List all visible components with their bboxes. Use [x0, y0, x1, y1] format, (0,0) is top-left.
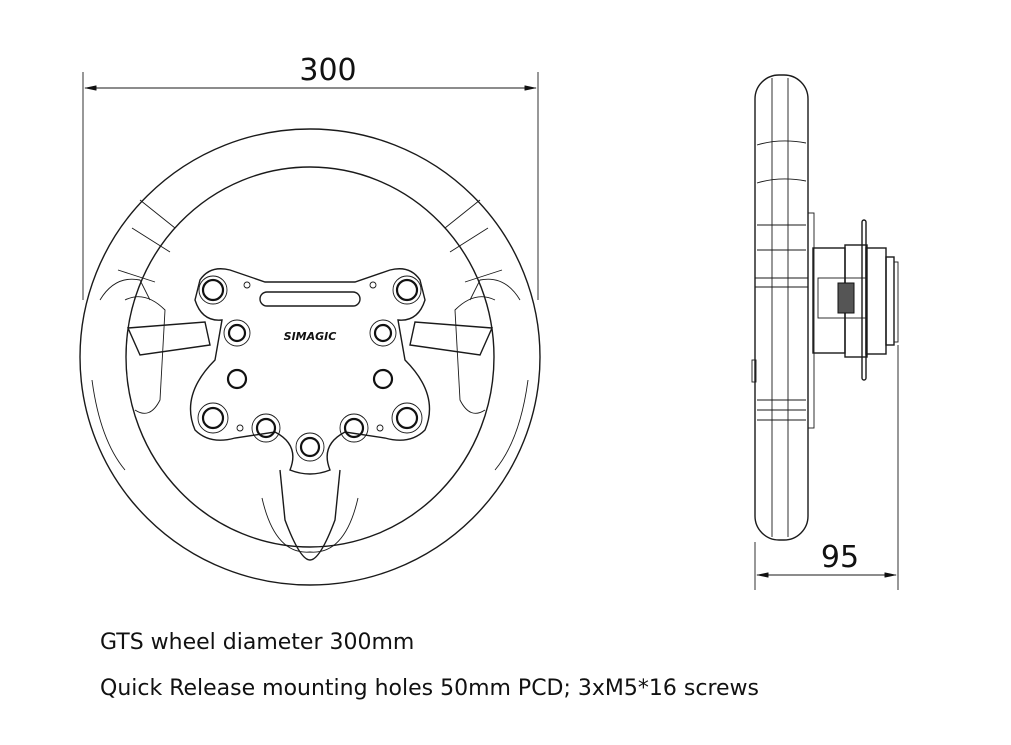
depth-dimension: 95 [754, 345, 899, 590]
mounting-holes [197, 275, 423, 462]
spokes [124, 296, 496, 561]
front-view: 300 SIMAGIC [79, 53, 541, 586]
caption-mounting: Quick Release mounting holes 50mm PCD; 3… [100, 676, 759, 701]
center-plate: SIMAGIC [189, 268, 431, 475]
diameter-label: 300 [299, 53, 356, 88]
wheel-rim [79, 128, 541, 586]
diameter-dimension: 300 [82, 53, 539, 300]
simagic-logo: SIMAGIC [284, 330, 337, 343]
quick-release-hub [751, 212, 899, 429]
side-rim [754, 74, 809, 541]
caption-diameter: GTS wheel diameter 300mm [100, 630, 415, 655]
side-view: 95 [751, 74, 899, 590]
depth-label: 95 [821, 540, 859, 575]
